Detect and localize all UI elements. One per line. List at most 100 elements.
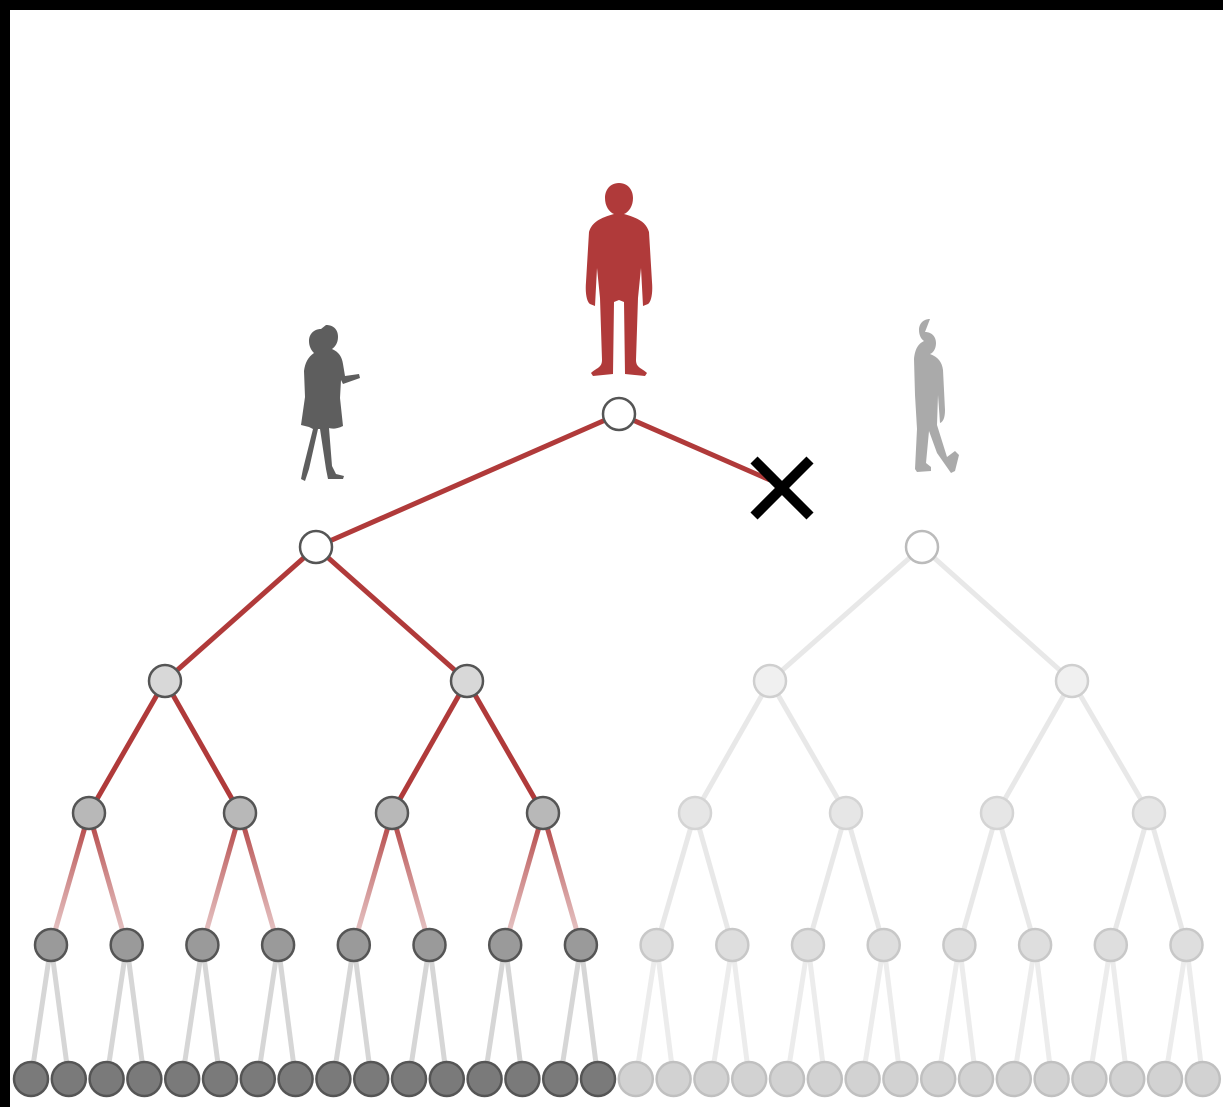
faded-edge	[881, 944, 903, 1080]
lineage-node	[601, 396, 637, 432]
faded-edge	[935, 944, 962, 1080]
active-edge	[86, 679, 168, 815]
inactive-edge	[692, 679, 773, 815]
faded-edge	[1108, 944, 1130, 1080]
faded-edge	[784, 944, 811, 1080]
lineage-node	[315, 1060, 352, 1098]
faded-edge	[729, 944, 752, 1080]
diagram-canvas	[10, 10, 1223, 1107]
inactive-edge	[956, 812, 1000, 946]
faded-edge	[124, 944, 147, 1080]
inactive-edge	[1146, 812, 1189, 946]
inactive-node	[1169, 927, 1204, 963]
lineage-node	[222, 795, 258, 831]
active-edge	[163, 545, 318, 683]
active-edge	[314, 411, 621, 550]
faded-edge	[654, 944, 677, 1080]
lineage-node	[109, 927, 144, 963]
lineage-node	[88, 1060, 125, 1098]
x-mark-icon	[750, 456, 814, 520]
lineage-node	[541, 1060, 579, 1098]
faded-edge	[48, 944, 72, 1080]
inactive-node	[1093, 927, 1129, 963]
faded-edge	[406, 944, 432, 1080]
faded-edge	[351, 944, 374, 1080]
faded-edge	[255, 944, 281, 1080]
lineage-node	[449, 663, 485, 699]
tree-nodes	[12, 396, 1222, 1098]
lineage-node	[563, 927, 599, 963]
lineage-node	[336, 927, 372, 963]
inactive-edge	[994, 679, 1075, 815]
faded-edge	[330, 944, 357, 1080]
inactive-node	[1071, 1060, 1108, 1098]
lineage-node	[504, 1060, 541, 1098]
faded-edge	[708, 944, 735, 1080]
lineage-node	[33, 927, 69, 963]
inactive-node	[904, 529, 940, 565]
faded-edge	[578, 944, 601, 1080]
inactive-edge	[654, 812, 698, 946]
faded-edge	[1011, 944, 1038, 1080]
inactive-node	[617, 1060, 655, 1098]
inactive-edge	[843, 812, 887, 946]
active-edge	[162, 679, 243, 815]
inactive-edge	[994, 812, 1038, 946]
broken-edge	[617, 411, 772, 483]
lineage-node	[163, 1060, 201, 1098]
inactive-node	[942, 927, 977, 963]
inactive-edge	[805, 812, 849, 946]
lineage-node	[466, 1060, 503, 1098]
active-lineage-edges	[48, 411, 772, 946]
lineage-node	[50, 1060, 88, 1098]
faded-edge	[179, 944, 205, 1080]
faded-edge	[502, 944, 525, 1080]
inactive-node	[1033, 1060, 1070, 1098]
inactive-node	[882, 1060, 919, 1098]
lineage-node	[147, 663, 183, 699]
faded-edge	[633, 944, 660, 1080]
lineage-node	[298, 529, 334, 565]
lineage-node	[525, 795, 561, 831]
inactive-node	[1146, 1060, 1184, 1098]
inactive-node	[1131, 795, 1167, 831]
faded-edges-bottom	[28, 944, 1206, 1080]
inactive-node	[693, 1060, 730, 1098]
inactive-node	[995, 1060, 1033, 1098]
inactive-edge	[768, 545, 924, 683]
inactive-node	[768, 1060, 806, 1098]
inactive-node	[790, 927, 826, 963]
inactive-branch-edges	[654, 545, 1189, 946]
walking-woman-icon	[301, 325, 360, 481]
inactive-edge	[692, 812, 735, 946]
inactive-node	[844, 1060, 881, 1098]
faded-edge	[1162, 944, 1189, 1080]
active-edge	[540, 812, 584, 946]
lineage-node	[428, 1060, 466, 1098]
inactive-node	[1108, 1060, 1146, 1098]
faded-edge	[805, 944, 828, 1080]
lineage-node	[374, 795, 410, 831]
faded-edge	[1184, 944, 1206, 1080]
inactive-node	[752, 663, 788, 699]
faded-edge	[427, 944, 450, 1080]
inactive-edge	[1069, 679, 1152, 815]
faded-edge	[956, 944, 979, 1080]
inactive-node	[1184, 1060, 1222, 1098]
inactive-node	[806, 1060, 844, 1098]
faded-edge	[275, 944, 299, 1080]
inactive-node	[1054, 663, 1090, 699]
active-edge	[502, 812, 546, 946]
inactive-node	[957, 1060, 995, 1098]
lineage-node	[201, 1060, 239, 1098]
inactive-node	[730, 1060, 768, 1098]
lineage-node	[239, 1060, 277, 1098]
standing-man-icon	[585, 183, 653, 376]
lineage-node	[260, 927, 296, 963]
lineage-node	[12, 1060, 50, 1098]
active-edge	[389, 812, 432, 946]
inactive-node	[677, 795, 713, 831]
inactive-node	[715, 927, 750, 963]
faded-edge	[1086, 944, 1114, 1080]
faded-edge	[557, 944, 584, 1080]
